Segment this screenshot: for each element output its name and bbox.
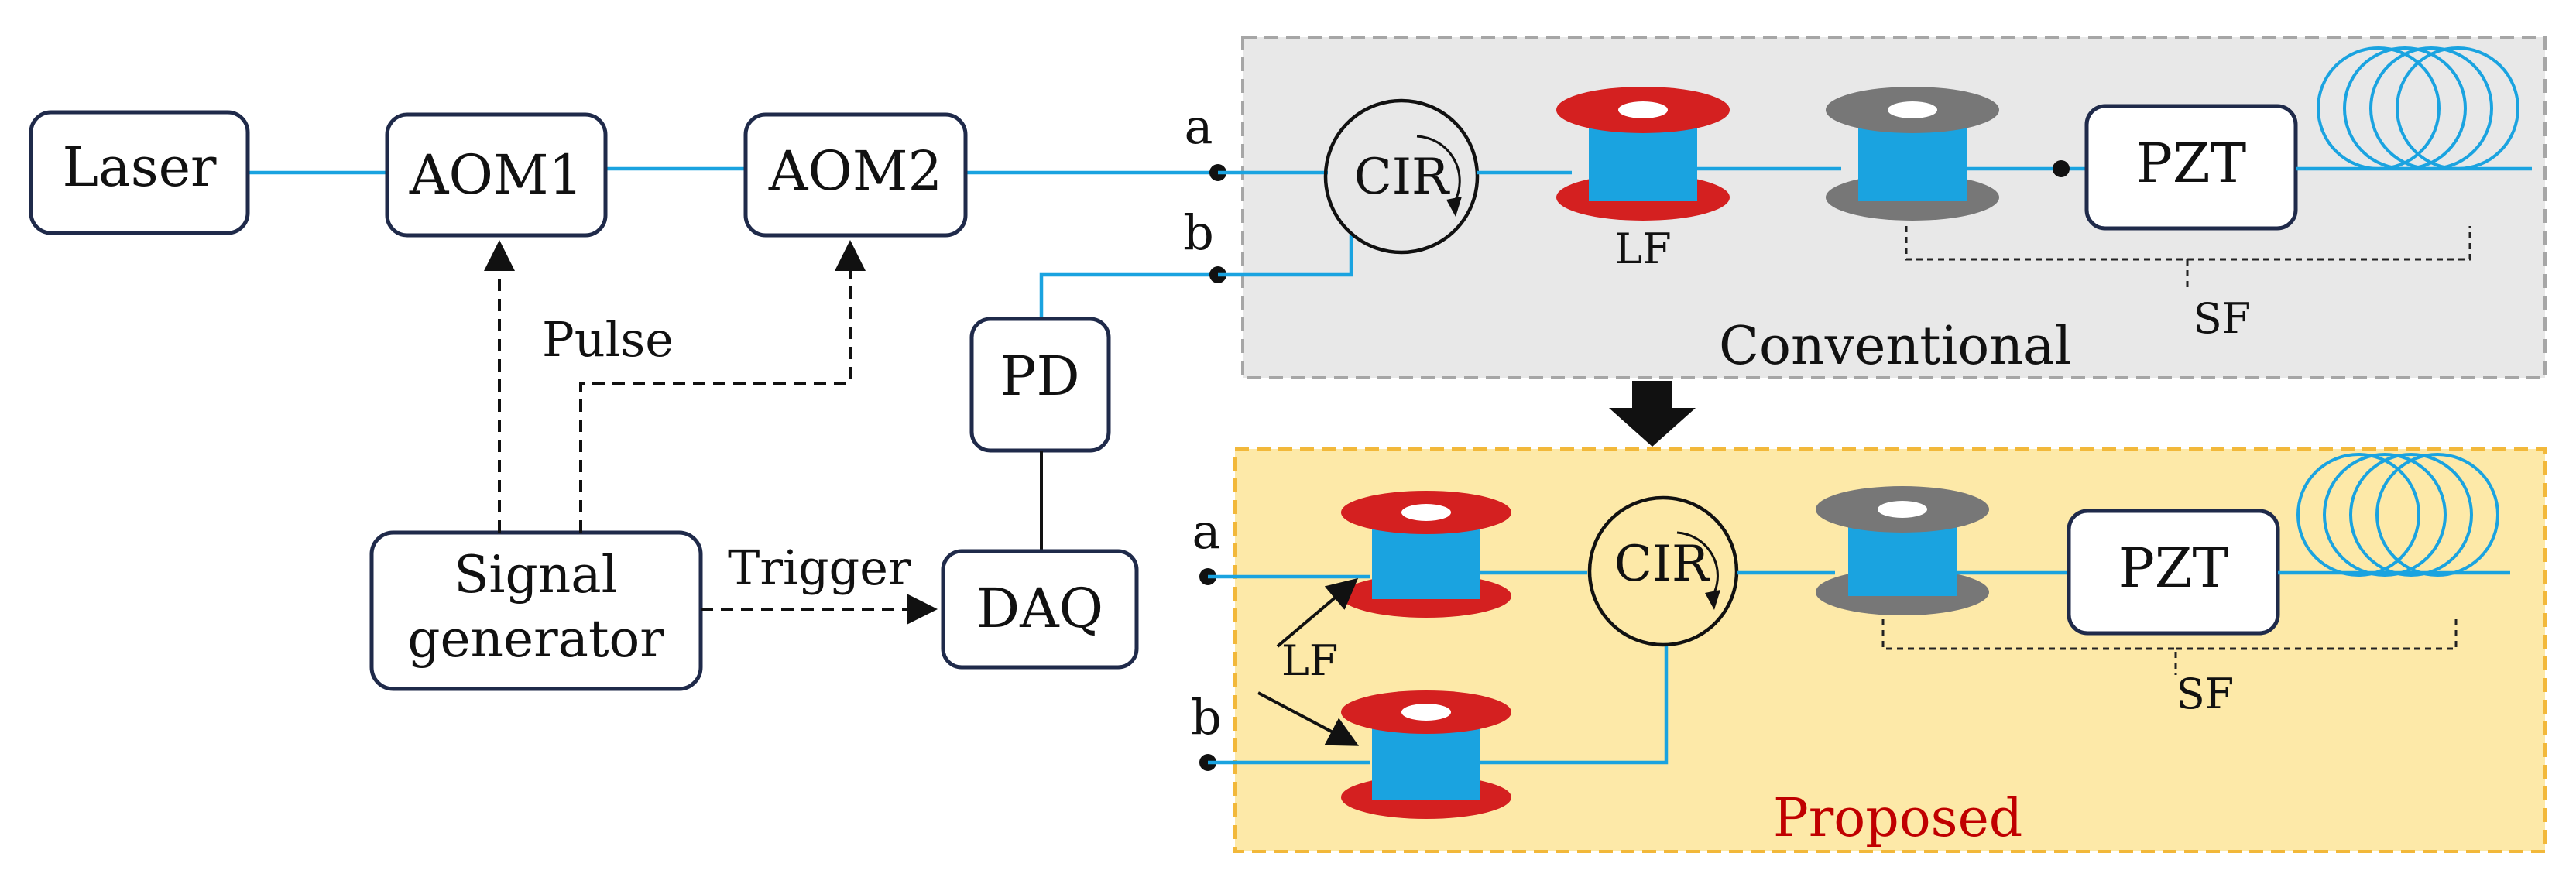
long-fiber-label-proposed: LF — [1281, 636, 1338, 685]
daq-box: DAQ — [941, 549, 1139, 670]
port-b-label-conventional: b — [1183, 204, 1214, 261]
lf-pointer-a — [1276, 577, 1359, 648]
lf-pointer-b — [1257, 691, 1360, 746]
sensing-fiber-label-conventional: SF — [2194, 294, 2251, 343]
fiber-pd-port-b — [1039, 272, 1218, 319]
sensing-fiber-spool-conventional — [1826, 87, 1999, 221]
fiber-coil-conventional — [2317, 46, 2519, 170]
circulator-arrow-icon-proposed — [1676, 531, 1719, 597]
proposed-setup: a b LF CIR — [1191, 453, 2510, 849]
sensing-fiber-brace-proposed — [1881, 619, 2458, 675]
laser-box: Laser — [29, 110, 250, 235]
signal-generator-label-line1: Signal — [454, 545, 618, 605]
circulator-label-conventional: CIR — [1354, 149, 1450, 206]
proposed-title: Proposed — [1773, 788, 2022, 849]
fiber-coil-proposed — [2296, 453, 2499, 577]
down-arrow-icon — [1609, 381, 1696, 447]
long-fiber-spool-a-proposed — [1341, 491, 1511, 618]
pd-box: PD — [969, 317, 1111, 453]
pzt-box-conventional: PZT — [2084, 104, 2298, 231]
pzt-box-proposed: PZT — [2067, 509, 2280, 636]
laser-label: Laser — [62, 135, 217, 199]
aom2-label: AOM2 — [768, 139, 942, 203]
daq-label: DAQ — [976, 577, 1103, 640]
sensing-fiber-spool-proposed — [1816, 486, 1989, 615]
pzt-label-conventional: PZT — [2136, 132, 2246, 195]
long-fiber-spool-b-proposed — [1341, 690, 1511, 819]
conventional-setup: a b CIR LF PZT — [1183, 46, 2532, 377]
port-b-label-proposed: b — [1191, 689, 1222, 745]
circulator-arrow-icon — [1416, 135, 1461, 204]
port-a-label-conventional: a — [1185, 98, 1213, 155]
sensing-fiber-label-proposed: SF — [2176, 670, 2234, 718]
circulator-proposed: CIR — [1587, 495, 1739, 647]
conventional-title: Conventional — [1719, 316, 2071, 377]
port-a-label-proposed: a — [1192, 503, 1221, 560]
aom1-box: AOM1 — [385, 112, 608, 238]
signal-generator-box: Signal generator — [369, 530, 703, 691]
splice-dot-conventional — [2053, 160, 2070, 177]
aom2-box: AOM2 — [743, 112, 968, 238]
aom1-label: AOM1 — [409, 143, 583, 207]
signal-generator-label-line2: generator — [407, 609, 664, 669]
sensing-fiber-brace-conventional — [1905, 226, 2471, 288]
pulse-label: Pulse — [542, 311, 674, 368]
pd-label: PD — [1000, 344, 1079, 408]
pzt-label-proposed: PZT — [2118, 536, 2228, 600]
long-fiber-spool-conventional — [1556, 87, 1730, 221]
circulator-label-proposed: CIR — [1614, 536, 1710, 593]
circulator-conventional: CIR — [1323, 98, 1480, 255]
pulse-line-aom2 — [579, 240, 866, 533]
long-fiber-label-conventional: LF — [1614, 224, 1671, 273]
trigger-label: Trigger — [728, 540, 911, 596]
